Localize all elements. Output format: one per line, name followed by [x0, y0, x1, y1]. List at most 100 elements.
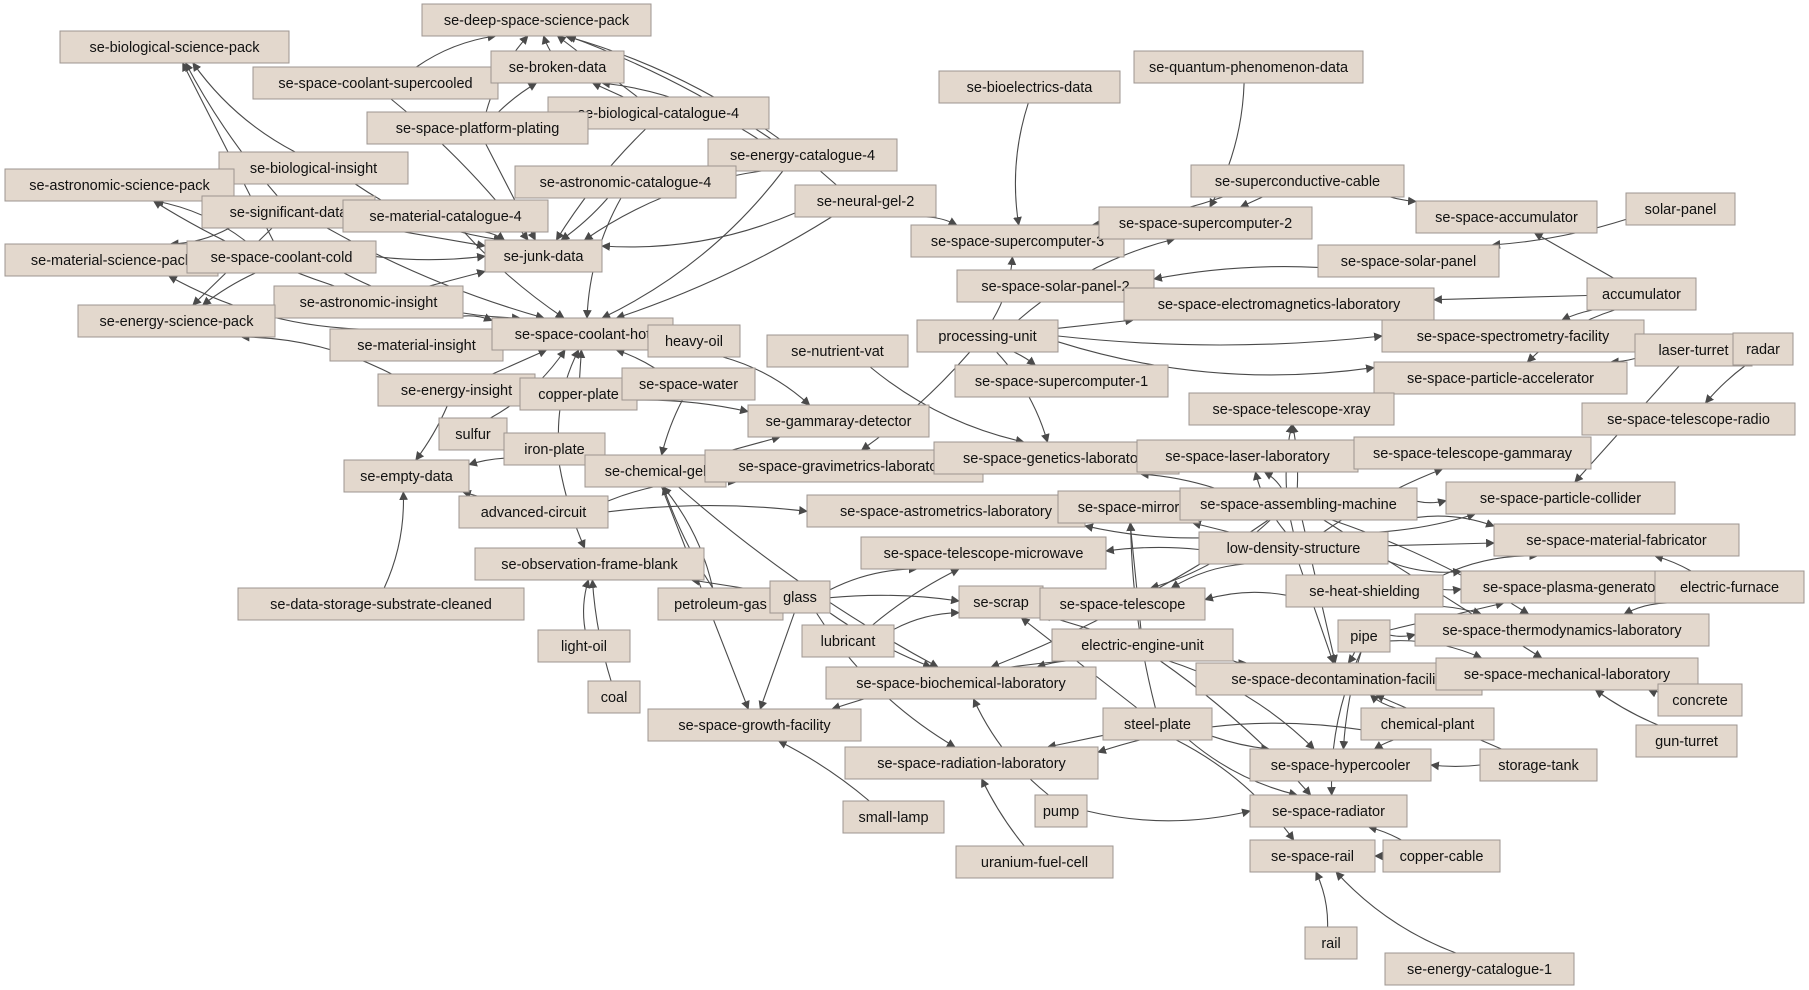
node-label: se-space-telescope-microwave	[884, 546, 1084, 562]
node-label: electric-furnace	[1680, 580, 1779, 596]
edge-low-density-structure-to-se-space-material-fabricator	[1387, 538, 1495, 548]
edge-light-oil-to-se-observation-frame-blank	[581, 579, 591, 631]
edge-chemical-plant-to-se-space-radiation-laboratory	[1097, 722, 1362, 754]
node-label: processing-unit	[938, 329, 1036, 345]
node-se-energy-science-pack: se-energy-science-pack	[77, 304, 276, 338]
edge-glass-to-se-space-telescope-microwave	[829, 564, 918, 591]
node-se-space-particle-collider: se-space-particle-collider	[1445, 481, 1676, 515]
edge-gun-turret-to-se-space-mechanical-laboratory	[1594, 689, 1659, 726]
node-box	[490, 50, 625, 84]
node-box	[707, 138, 898, 172]
node-label: se-energy-catalogue-4	[730, 148, 875, 164]
node-label: se-space-radiator	[1272, 804, 1385, 820]
edge-steel-plate-to-se-space-hypercooler	[1211, 735, 1270, 753]
node-low-density-structure: low-density-structure	[1198, 531, 1389, 565]
node-label: uranium-fuel-cell	[981, 855, 1088, 871]
node-label: low-density-structure	[1227, 541, 1361, 557]
node-label: sulfur	[455, 427, 491, 443]
edge-chemical-plant-to-se-space-decontamination-facility	[1369, 694, 1397, 709]
edge-low-density-structure-to-se-space-plasma-generator	[1387, 560, 1462, 577]
edge-se-superconductive-cable-to-se-space-supercomputer-2	[1239, 196, 1263, 208]
node-box	[647, 324, 741, 358]
node-label: steel-plate	[1124, 717, 1191, 733]
node-se-neural-gel-2: se-neural-gel-2	[794, 184, 937, 218]
node-se-heat-shielding: se-heat-shielding	[1285, 574, 1444, 608]
node-box	[1098, 206, 1313, 240]
edge-se-energy-insight-to-se-energy-science-pack	[240, 332, 392, 375]
node-box	[1133, 50, 1364, 84]
edge-copper-cable-to-se-space-radiator	[1367, 824, 1402, 841]
node-se-space-radiator: se-space-radiator	[1249, 794, 1408, 828]
node-se-scrap: se-scrap	[958, 585, 1044, 619]
edge-low-density-structure-to-se-space-telescope-microwave	[1105, 545, 1200, 555]
node-label: se-biological-science-pack	[89, 40, 260, 56]
node-box	[1625, 192, 1736, 226]
edge-se-biological-catalogue-4-to-se-broken-data	[591, 82, 624, 98]
node-se-space-plasma-generator: se-space-plasma-generator	[1460, 570, 1683, 604]
edge-iron-plate-to-se-empty-data	[468, 457, 505, 467]
edge-se-energy-insight-to-se-empty-data	[415, 405, 448, 461]
node-se-space-coolant-cold: se-space-coolant-cold	[186, 240, 377, 274]
node-box	[484, 239, 603, 273]
node-label: se-space-genetics-laboratory	[963, 451, 1151, 467]
node-box	[1581, 402, 1796, 436]
node-box	[801, 624, 895, 658]
node-label: se-energy-insight	[401, 383, 512, 399]
edge-pump-to-se-space-radiator	[1086, 808, 1251, 822]
node-box	[587, 680, 641, 714]
node-box	[4, 243, 219, 277]
node-se-bioelectrics-data: se-bioelectrics-data	[938, 70, 1121, 104]
node-se-energy-catalogue-4: se-energy-catalogue-4	[707, 138, 898, 172]
node-label: se-junk-data	[504, 249, 585, 265]
node-se-space-water: se-space-water	[621, 367, 756, 401]
node-box	[1414, 613, 1710, 647]
edge-accumulator-to-se-space-electromagnetics-laboratory	[1433, 294, 1588, 304]
node-se-broken-data: se-broken-data	[490, 50, 625, 84]
edge-se-heat-shielding-to-se-space-plasma-generator	[1442, 585, 1462, 595]
node-label: se-space-assembling-machine	[1200, 497, 1397, 513]
node-box	[1493, 523, 1740, 557]
node-se-data-storage-substrate-cleaned: se-data-storage-substrate-cleaned	[237, 587, 525, 621]
edge-lubricant-to-se-space-telescope-microwave	[872, 568, 960, 626]
edge-se-space-coolant-cold-to-se-junk-data	[375, 252, 486, 262]
node-se-space-particle-accelerator: se-space-particle-accelerator	[1373, 361, 1628, 395]
edge-se-space-assembling-machine-to-se-space-particle-collider	[1416, 498, 1447, 507]
node-se-material-catalogue-4: se-material-catalogue-4	[342, 199, 549, 233]
node-label: advanced-circuit	[481, 505, 587, 521]
node-label: pump	[1043, 804, 1079, 820]
node-box	[1479, 748, 1598, 782]
node-box	[1249, 839, 1376, 873]
edge-se-neural-gel-2-to-se-space-supercomputer-3	[926, 216, 958, 226]
node-label: heavy-oil	[665, 334, 723, 350]
node-box	[458, 495, 609, 529]
node-box	[1198, 531, 1389, 565]
node-se-space-astrometrics-laboratory: se-space-astrometrics-laboratory	[806, 494, 1086, 528]
node-light-oil: light-oil	[537, 629, 631, 663]
edge-uranium-fuel-cell-to-se-space-radiation-laboratory	[981, 778, 1025, 847]
node-se-space-coolant-hot: se-space-coolant-hot	[491, 317, 674, 351]
node-box	[1051, 628, 1234, 662]
edge-low-density-structure-to-se-space-particle-collider	[1378, 512, 1476, 533]
node-se-space-supercomputer-3: se-space-supercomputer-3	[910, 224, 1125, 258]
node-label: se-space-biochemical-laboratory	[856, 676, 1066, 692]
node-label: se-space-supercomputer-2	[1119, 216, 1292, 232]
node-se-space-laser-laboratory: se-space-laser-laboratory	[1136, 439, 1359, 473]
node-se-empty-data: se-empty-data	[343, 459, 470, 493]
node-box	[938, 70, 1121, 104]
node-label: se-space-decontamination-facility	[1231, 672, 1447, 688]
edge-se-bioelectrics-data-to-se-space-supercomputer-3	[1013, 102, 1029, 226]
node-sulfur: sulfur	[438, 417, 508, 451]
node-se-space-mirror: se-space-mirror	[1057, 490, 1200, 524]
edge-processing-unit-to-se-space-particle-accelerator	[1057, 341, 1375, 376]
node-label: se-space-coolant-supercooled	[278, 76, 472, 92]
node-label: small-lamp	[858, 810, 928, 826]
node-storage-tank: storage-tank	[1479, 748, 1598, 782]
node-box	[1249, 748, 1432, 782]
node-box	[273, 285, 464, 319]
node-steel-plate: steel-plate	[1102, 707, 1213, 741]
node-label: se-space-particle-accelerator	[1407, 371, 1594, 387]
node-label: se-space-telescope-gammaray	[1373, 446, 1573, 462]
node-label: petroleum-gas	[674, 597, 767, 613]
node-label: se-space-rail	[1271, 849, 1354, 865]
node-se-observation-frame-blank: se-observation-frame-blank	[474, 547, 705, 581]
